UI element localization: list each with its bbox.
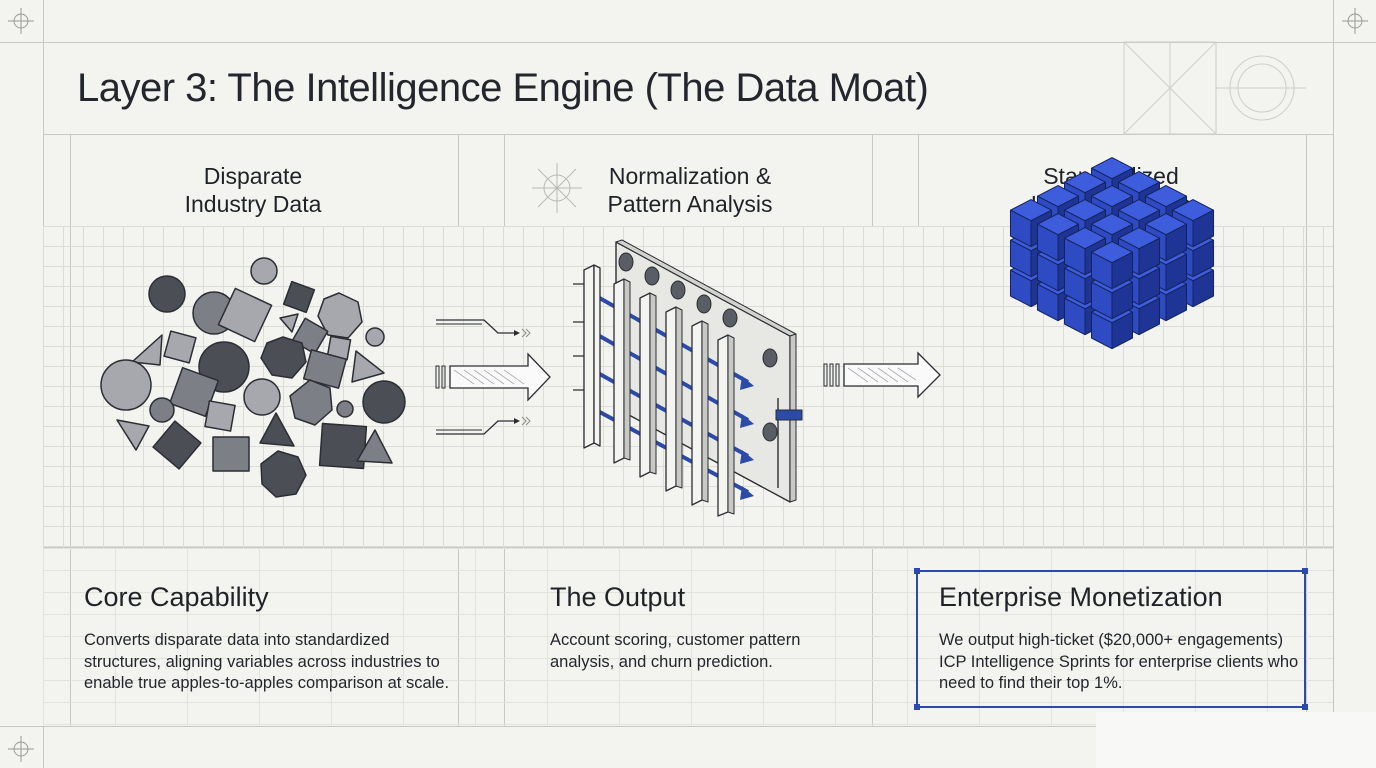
header-divider xyxy=(43,134,1333,135)
crosshair-icon xyxy=(8,736,34,762)
corner-handle xyxy=(914,568,920,574)
corner-handle xyxy=(1302,568,1308,574)
flow-arrow-icon xyxy=(823,351,941,399)
frame-top-line xyxy=(0,42,1376,43)
highlight-box-enterprise xyxy=(914,568,1308,710)
col-divider-1 xyxy=(458,134,459,226)
page-title: Layer 3: The Intelligence Engine (The Da… xyxy=(77,66,929,110)
crosshair-icon xyxy=(8,8,34,34)
col-divider-4 xyxy=(918,134,919,226)
stage-title-normalization: Normalization &Pattern Analysis xyxy=(607,163,773,217)
cards-grid-background xyxy=(43,548,1333,726)
header-ornament xyxy=(1123,41,1306,135)
card-title-enterprise-monetization: Enterprise Monetization xyxy=(939,582,1223,612)
disparate-shapes-illustration xyxy=(100,257,406,498)
card-body-enterprise-monetization: We output high-ticket ($20,000+ engageme… xyxy=(939,631,1299,692)
frame-bottom-line xyxy=(0,726,1376,727)
col-divider-3 xyxy=(872,134,873,226)
cube xyxy=(1090,301,1134,350)
flow-arrow-icon xyxy=(435,319,551,435)
cube xyxy=(1009,199,1053,248)
corner-blank-area xyxy=(1096,712,1376,768)
corner-handle xyxy=(914,704,920,710)
card-body-core-capability: Converts disparate data into standardize… xyxy=(84,631,450,692)
cube xyxy=(1090,241,1134,290)
target-icon xyxy=(532,163,582,213)
standardized-cube-illustration xyxy=(1009,157,1215,350)
card-title-output: The Output xyxy=(550,582,686,612)
card-body-output: Account scoring, customer pattern analys… xyxy=(550,631,801,671)
normalization-machine-illustration xyxy=(573,239,803,517)
corner-handle xyxy=(1302,704,1308,710)
frame-right-line xyxy=(1333,0,1334,768)
crosshair-icon xyxy=(1342,8,1368,34)
col-divider-2 xyxy=(504,134,505,226)
card-title-core-capability: Core Capability xyxy=(84,582,269,612)
